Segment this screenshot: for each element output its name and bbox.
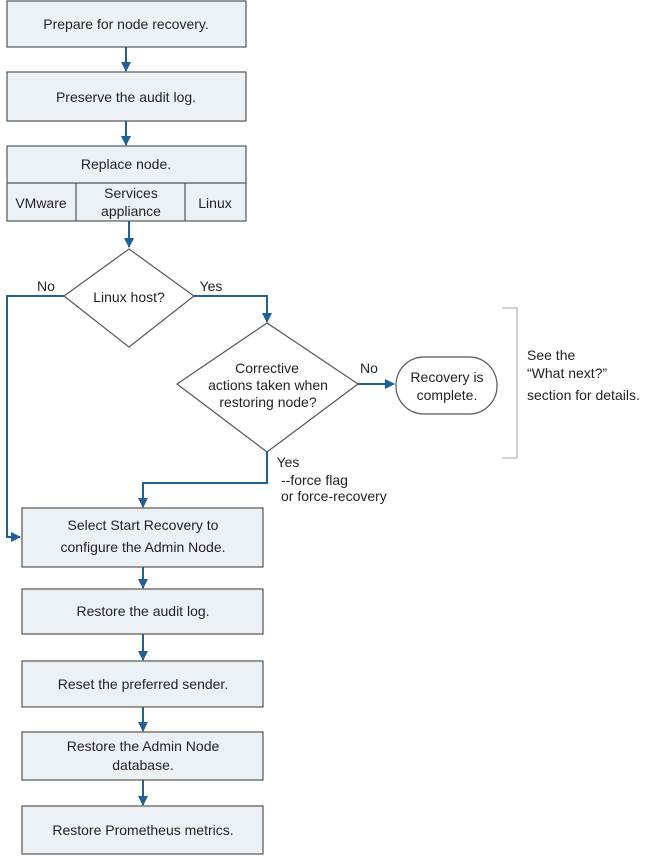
what-next-note: See the “What next?” section for details… xyxy=(502,307,640,459)
connectors xyxy=(6,47,395,806)
decision-linux-host-label: Linux host? xyxy=(93,289,165,305)
label-force-flag: --force flag xyxy=(281,472,348,488)
step-reset-preferred-sender: Reset the preferred sender. xyxy=(21,660,264,708)
step-restore-audit-label: Restore the audit log. xyxy=(76,603,209,619)
terminal-line2: complete. xyxy=(417,387,478,403)
note-line1: See the xyxy=(527,347,575,363)
label-yes-linux: Yes xyxy=(200,278,223,294)
step-select-start-line1: Select Start Recovery to xyxy=(68,517,219,533)
step-restore-audit-log: Restore the audit log. xyxy=(21,588,264,635)
step-restore-db-line1: Restore the Admin Node xyxy=(67,738,220,754)
decision-corrective-line2: actions taken when xyxy=(208,377,328,393)
terminal-recovery-complete: Recovery is complete. xyxy=(395,356,498,415)
step-select-start-line2: configure the Admin Node. xyxy=(61,539,226,555)
decision-corrective-actions: Corrective actions taken when restoring … xyxy=(175,322,360,453)
label-no-linux: No xyxy=(37,278,55,294)
decision-corrective-line3: restoring node? xyxy=(219,394,317,410)
label-yes-corrective: Yes xyxy=(277,454,300,470)
step-restore-prometheus-metrics: Restore Prometheus metrics. xyxy=(21,805,264,855)
step-restore-db-line2: database. xyxy=(112,757,174,773)
platform-vmware: VMware xyxy=(15,195,67,211)
arrow-yes-to-select-start xyxy=(138,452,268,508)
step-preserve-audit-label: Preserve the audit log. xyxy=(56,89,196,105)
decision-corrective-line1: Corrective xyxy=(235,360,299,376)
arrow-yes-to-corrective xyxy=(194,295,272,323)
step-preserve-audit-log: Preserve the audit log. xyxy=(6,71,247,122)
platform-linux: Linux xyxy=(198,195,231,211)
note-line3: section for details. xyxy=(527,387,640,403)
step-prepare: Prepare for node recovery. xyxy=(6,0,247,48)
label-force-recovery: or force-recovery xyxy=(281,488,387,504)
arrow-no-to-select-start xyxy=(6,295,64,542)
step-reset-sender-label: Reset the preferred sender. xyxy=(58,676,228,692)
decision-linux-host: Linux host? xyxy=(63,248,195,348)
step-replace-node-label: Replace node. xyxy=(81,156,171,172)
platform-services-appliance-line1: Services xyxy=(104,185,158,201)
step-replace-node: Replace node. VMware Services appliance … xyxy=(6,145,247,222)
step-prepare-label: Prepare for node recovery. xyxy=(43,16,209,32)
terminal-line1: Recovery is xyxy=(410,369,483,385)
step-select-start-recovery: Select Start Recovery to configure the A… xyxy=(21,507,264,568)
label-no-corrective: No xyxy=(360,360,378,376)
note-line2: “What next?” xyxy=(527,365,607,381)
step-restore-prometheus-label: Restore Prometheus metrics. xyxy=(52,822,233,838)
platform-services-appliance-line2: appliance xyxy=(101,203,161,219)
step-restore-admin-node-database: Restore the Admin Node database. xyxy=(21,731,264,781)
